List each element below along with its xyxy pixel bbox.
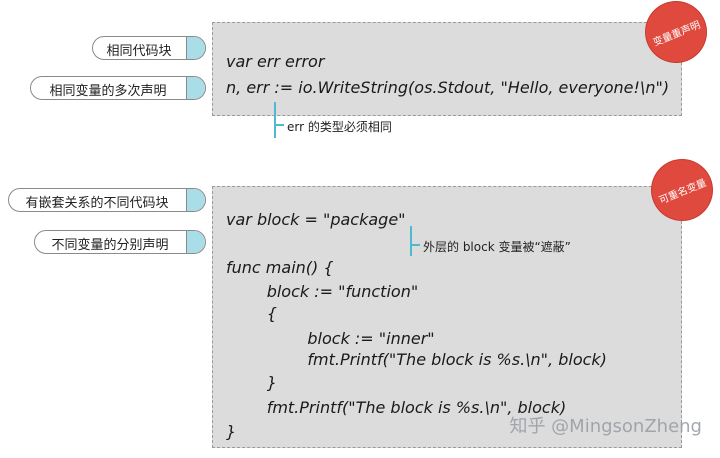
code-line: var block = "package": [226, 210, 406, 229]
label-separate-declare-text: 不同变量的分别声明: [51, 238, 169, 253]
badge-redeclare-text: 变量重声明: [651, 19, 702, 49]
badge-shadow-names-text: 可重名变量: [657, 177, 708, 207]
label-separate-declare: 不同变量的分别声明: [34, 230, 206, 254]
code-line: fmt.Printf("The block is %s.\n", block): [226, 350, 607, 369]
label-nested-blocks: 有嵌套关系的不同代码块: [8, 188, 206, 212]
pointer-line: [410, 244, 420, 246]
code-block-top: [212, 22, 682, 116]
pill-accent: [186, 77, 205, 99]
pointer-line: [274, 102, 276, 138]
code-line: n, err := io.WriteString(os.Stdout, "Hel…: [226, 78, 670, 97]
label-same-block: 相同代码块: [92, 36, 206, 60]
code-line: var err error: [226, 52, 325, 71]
pointer-line: [410, 226, 412, 256]
note-err-type: err 的类型必须相同: [287, 120, 392, 134]
label-multi-declare-text: 相同变量的多次声明: [49, 84, 167, 99]
label-multi-declare: 相同变量的多次声明: [30, 76, 206, 100]
label-nested-blocks-text: 有嵌套关系的不同代码块: [25, 196, 169, 211]
pointer-line: [274, 124, 284, 126]
note-outer-shadowed: 外层的 block 变量被“遮蔽”: [423, 240, 571, 254]
code-block-bottom: [212, 186, 682, 448]
code-line: block := "inner": [226, 329, 435, 348]
pill-accent: [186, 37, 205, 59]
code-line: {: [226, 304, 277, 323]
code-line: }: [226, 422, 237, 441]
code-line: fmt.Printf("The block is %s.\n", block): [226, 398, 567, 417]
label-same-block-text: 相同代码块: [106, 44, 172, 59]
code-line: block := "function": [226, 282, 419, 301]
pill-accent: [186, 189, 205, 211]
code-line: func main() {: [226, 258, 334, 277]
pill-accent: [186, 231, 205, 253]
code-line: }: [226, 373, 277, 392]
watermark: 知乎 @MingsonZheng: [509, 416, 702, 437]
